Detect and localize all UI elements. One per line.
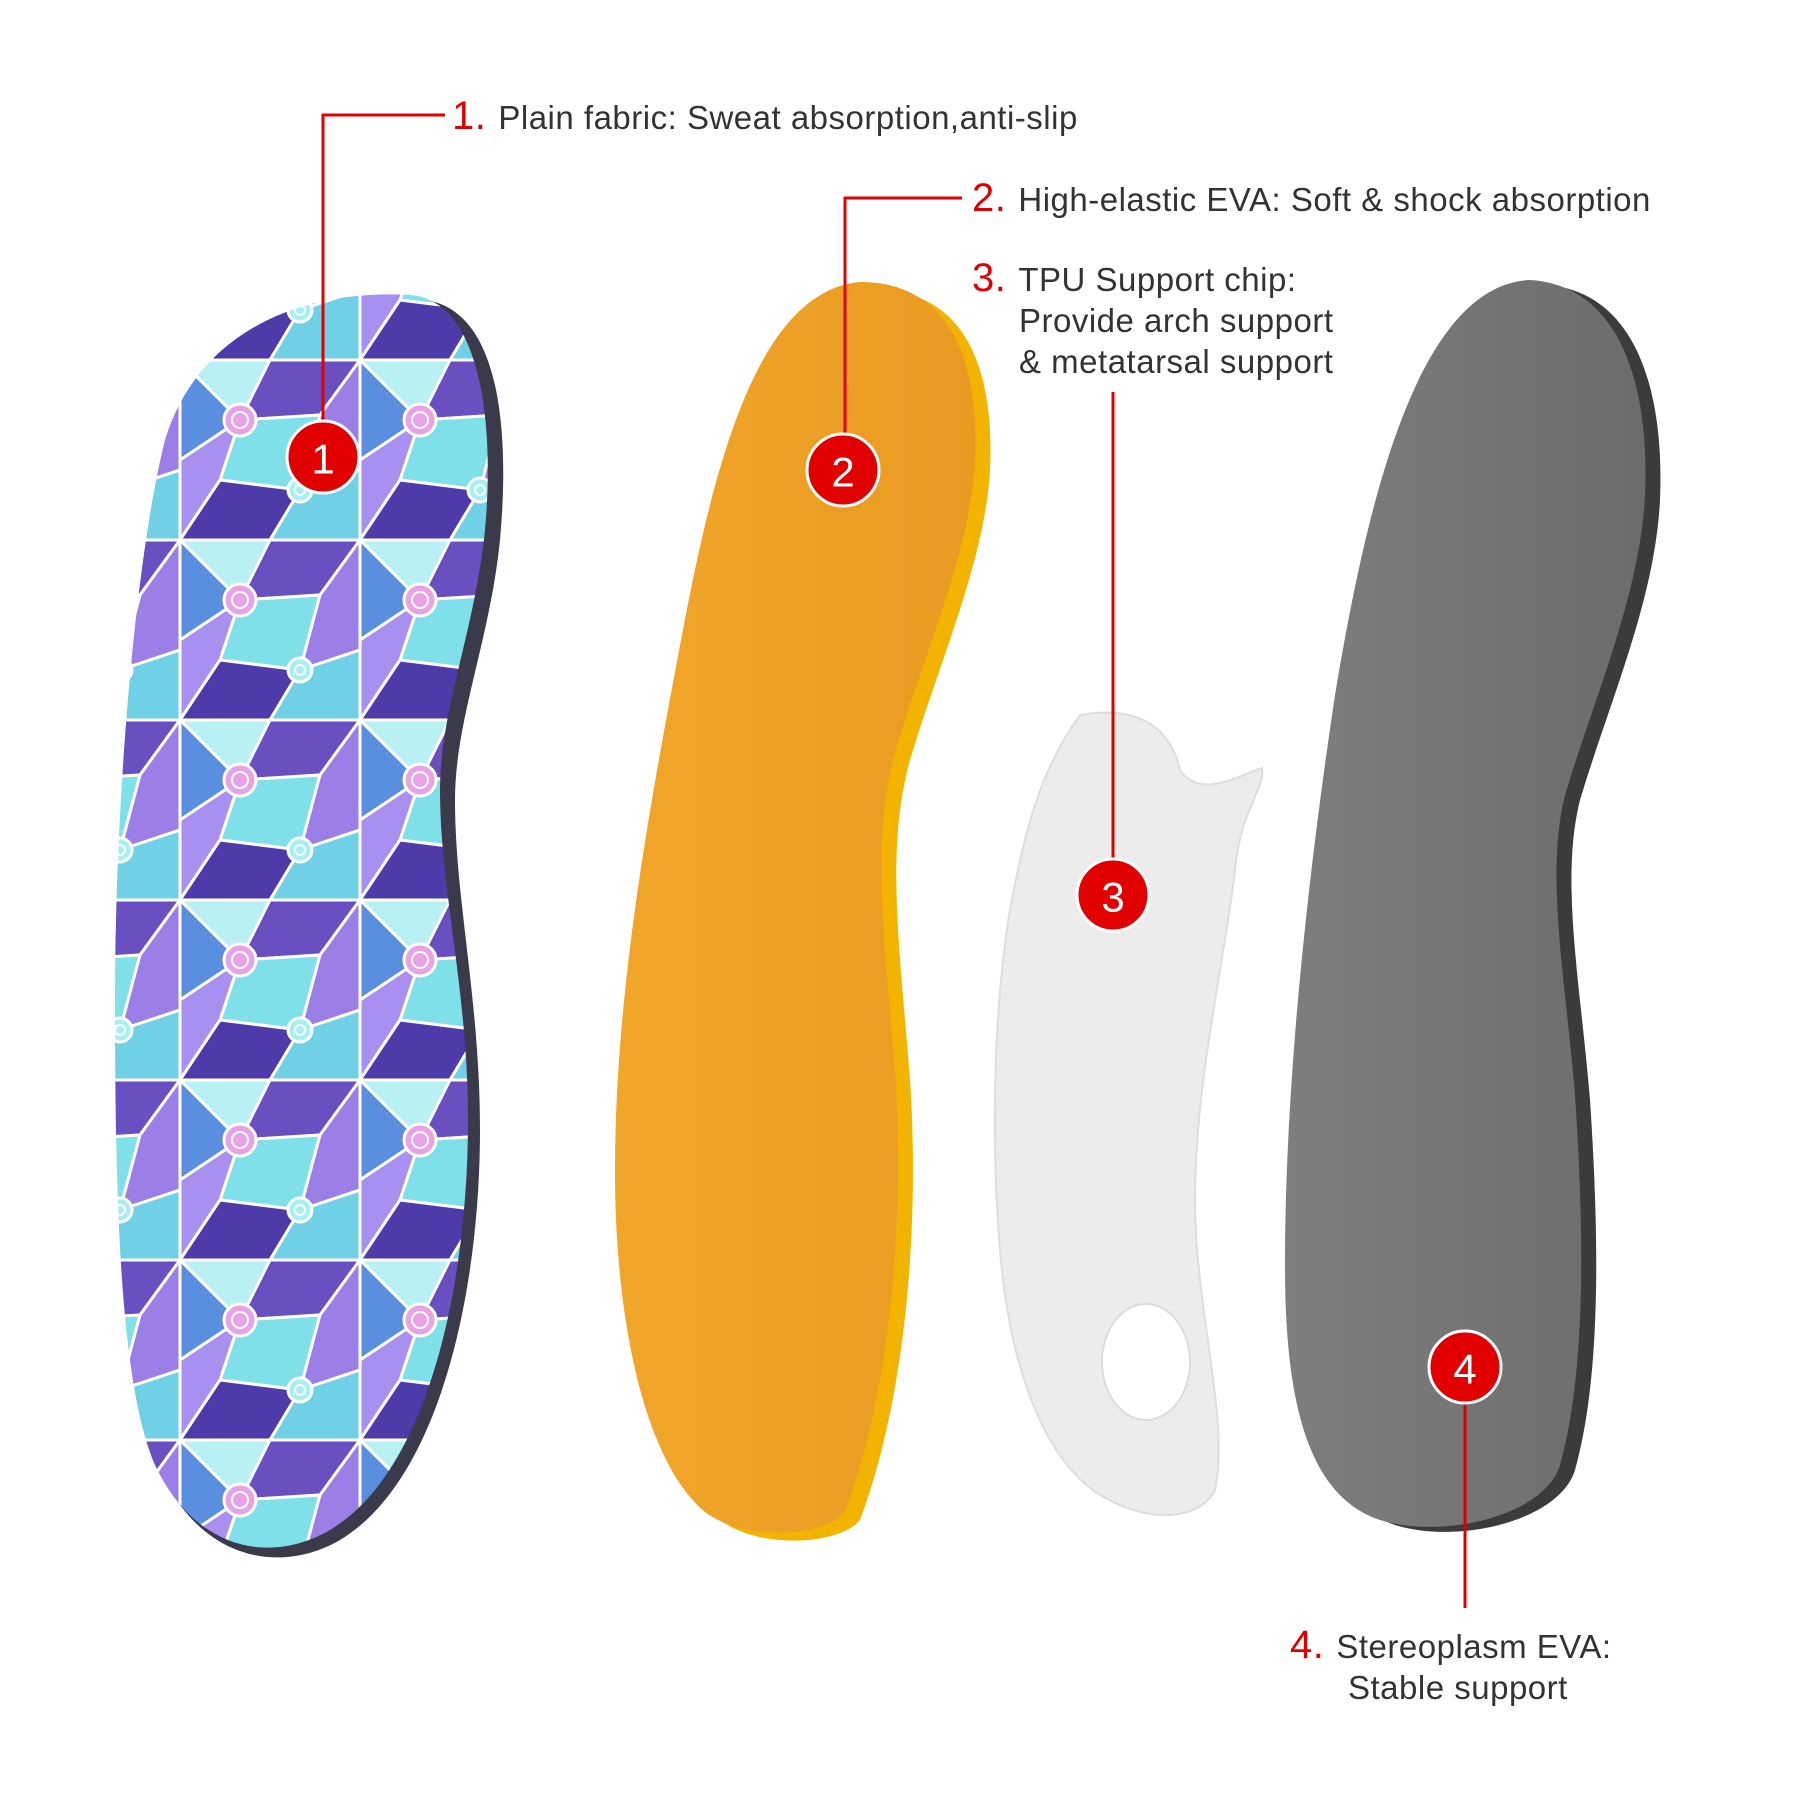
- layer-3-index: 3.: [972, 256, 1007, 300]
- gray-eva-insole-icon: [1285, 280, 1661, 1532]
- badge-1-number: 1: [311, 436, 334, 483]
- fabric-insole-icon: [115, 294, 504, 1558]
- layer-4-label: 4. Stereoplasm EVA: Stable support: [1290, 1625, 1612, 1708]
- layer-2-index: 2.: [972, 176, 1007, 220]
- layer-1-text: Plain fabric: Sweat absorption,anti-slip: [498, 99, 1078, 136]
- layer-3-text-line-1: TPU Support chip:: [1018, 261, 1297, 298]
- badge-4-number: 4: [1453, 1346, 1476, 1393]
- layer-3-label: 3. TPU Support chip: Provide arch support…: [972, 258, 1334, 382]
- badge-4: 4: [1427, 1329, 1503, 1405]
- badge-1: 1: [285, 419, 361, 495]
- layer-4-text-line-1: Stereoplasm EVA:: [1336, 1628, 1612, 1665]
- tpu-support-chip-icon: [993, 711, 1264, 1516]
- orange-eva-insole-icon: [615, 282, 991, 1541]
- badge-2-number: 2: [831, 449, 854, 496]
- layer-4-index: 4.: [1290, 1623, 1325, 1667]
- badge-3-number: 3: [1101, 874, 1124, 921]
- callout-lines: [321, 113, 1467, 1608]
- badge-3: 3: [1075, 857, 1151, 933]
- layer-3-text-line-2: Provide arch support: [1019, 302, 1334, 339]
- layer-4-text-line-2: Stable support: [1348, 1669, 1568, 1706]
- layer-2-text: High-elastic EVA: Soft & shock absorptio…: [1018, 181, 1651, 218]
- layer-3-text-line-3: & metatarsal support: [1019, 343, 1334, 380]
- layer-1-index: 1.: [452, 94, 487, 138]
- callout-line-2: [843, 196, 962, 470]
- layer-1-label: 1. Plain fabric: Sweat absorption,anti-sl…: [452, 96, 1078, 138]
- callout-line-1: [321, 113, 445, 460]
- badge-2: 2: [805, 432, 881, 508]
- layer-2-label: 2. High-elastic EVA: Soft & shock absorpt…: [972, 178, 1651, 220]
